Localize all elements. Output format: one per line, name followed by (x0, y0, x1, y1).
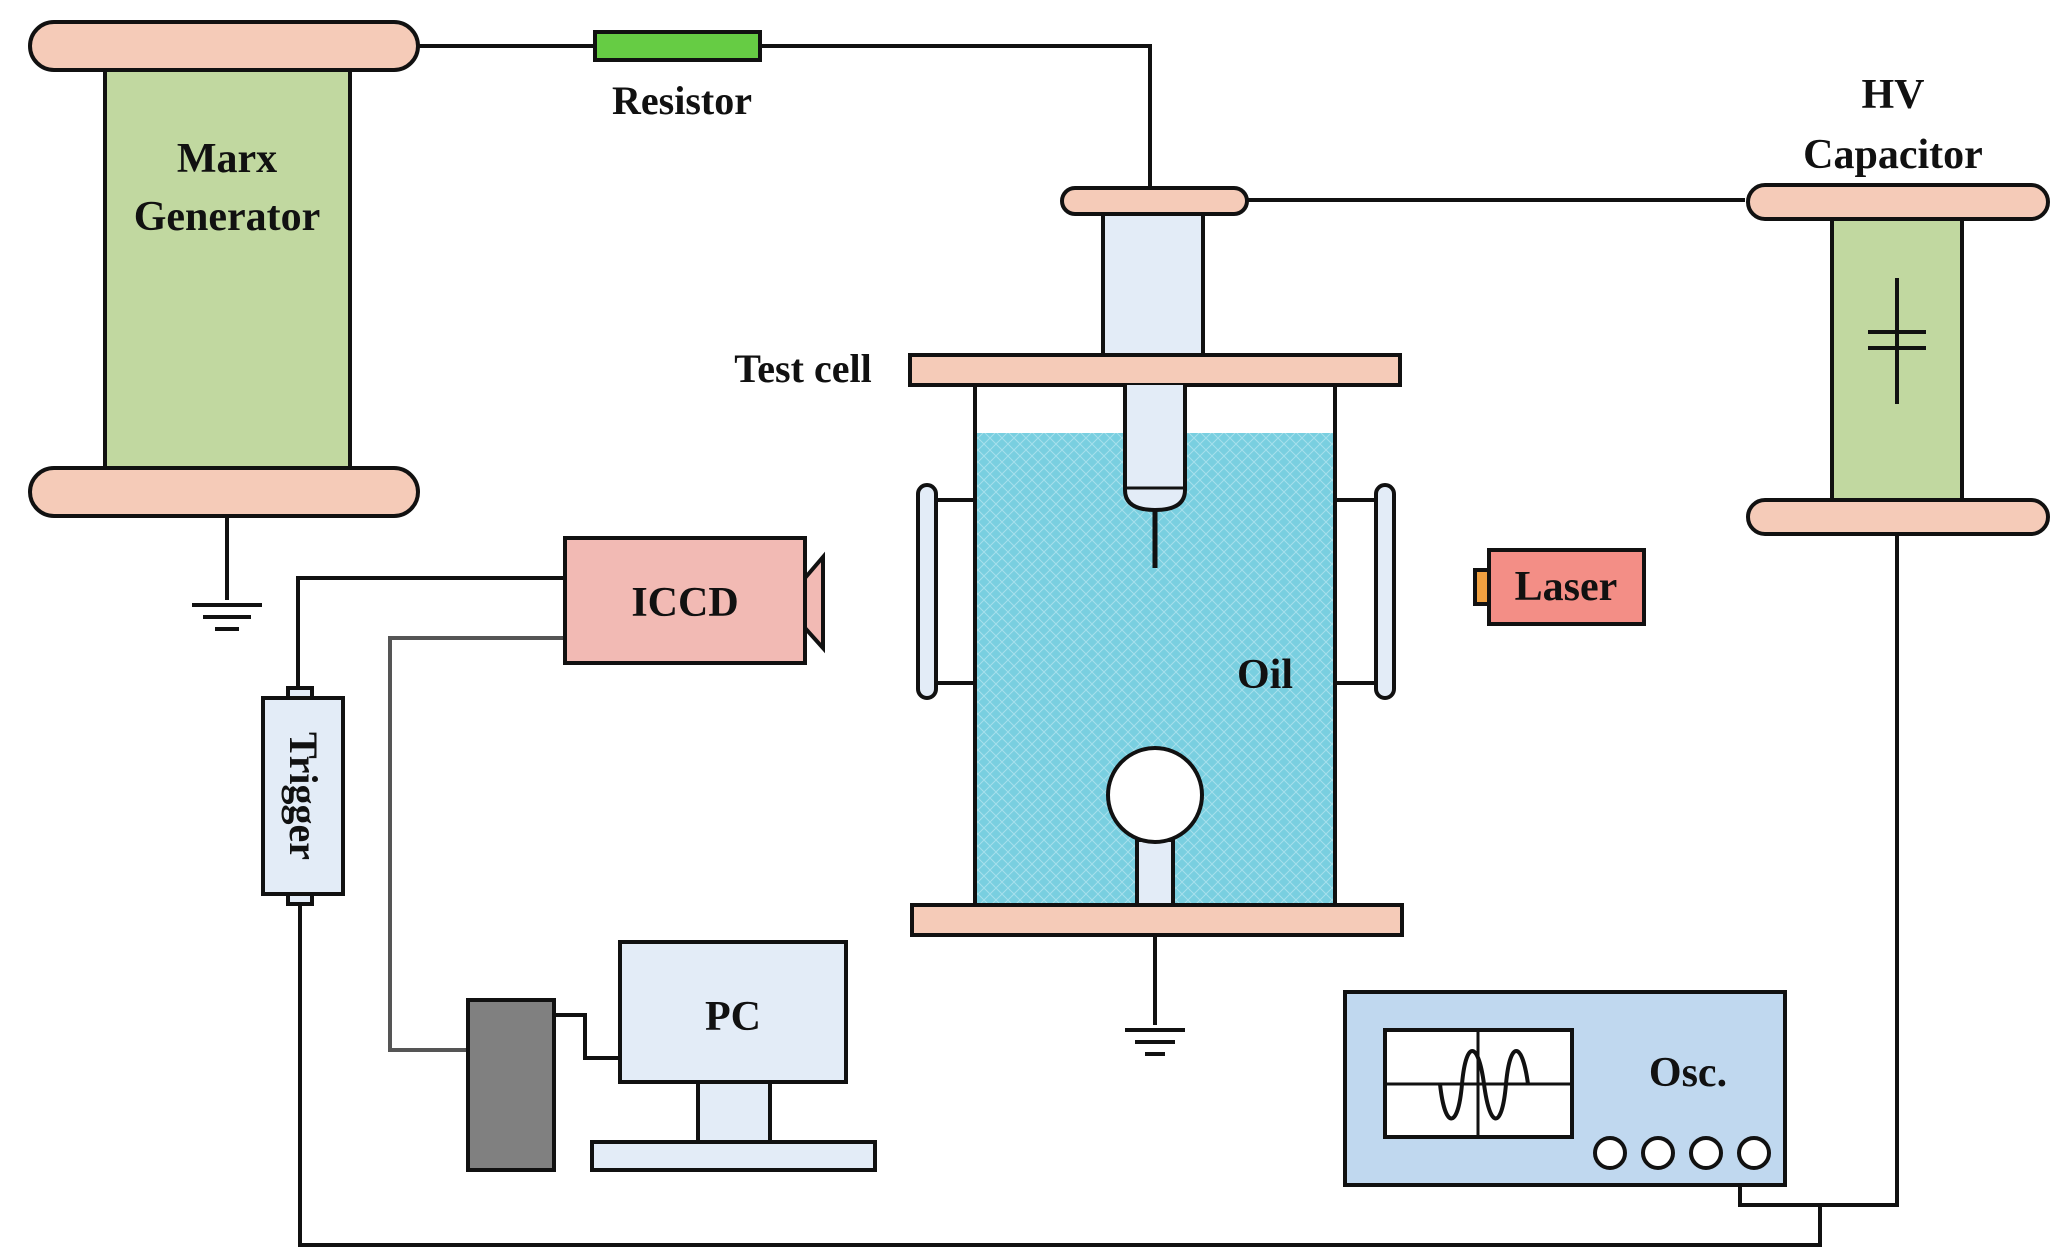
hv-capacitor-top-flange (1746, 183, 2050, 221)
wire-resistor-testcell (758, 44, 1152, 200)
oscilloscope: Osc. (1343, 990, 1787, 1187)
hv-capacitor-label-line2: Capacitor (1803, 132, 1983, 178)
iccd-body (563, 536, 807, 665)
laser: Laser (1473, 548, 1646, 626)
osc-knob-icon (1641, 1136, 1675, 1170)
test-cell-bottom-plate (910, 903, 1404, 937)
waveform-icon (1438, 1049, 1530, 1121)
osc-label: Osc. (1649, 1050, 1727, 1096)
osc-knob-icon (1737, 1136, 1771, 1170)
sphere-stem (1135, 838, 1175, 910)
wire-capacitor-osc (1820, 533, 1899, 1207)
wire-box-pc (552, 1013, 620, 1060)
test-cell-top-plate (908, 353, 1402, 387)
trigger: Trigger (261, 686, 345, 906)
capacitor-icon (1868, 278, 1926, 404)
hv-capacitor-label-line1: HV (1862, 72, 1925, 118)
iccd-label: ICCD (631, 580, 738, 626)
pc-stand (696, 1080, 772, 1144)
osc-knob-icon (1593, 1136, 1627, 1170)
wire-trigger-osc (298, 902, 1822, 1247)
trigger-body (261, 696, 345, 896)
wire-iccd-trigger (296, 576, 565, 690)
right-window (1374, 483, 1396, 700)
iccd-lens (803, 551, 825, 654)
laser-body (1487, 548, 1646, 626)
left-window (916, 483, 938, 700)
marx-generator-body (103, 60, 352, 474)
wire-osc-stub (1738, 1185, 1820, 1207)
test-cell: Test cell Oil (734, 186, 1404, 937)
trigger-label: Trigger (281, 732, 326, 860)
laser-label: Laser (1515, 564, 1618, 610)
pc-monitor (618, 940, 848, 1084)
osc-knob-icon (1689, 1136, 1723, 1170)
resistor: Resistor (593, 30, 762, 123)
pc-tower (466, 998, 556, 1172)
marx-top-flange (28, 20, 420, 72)
resistor-label: Resistor (612, 78, 752, 123)
top-bushing (1101, 208, 1205, 364)
pc-label: PC (705, 994, 761, 1040)
resistor-body (593, 30, 762, 62)
marx-label-line1: Marx (177, 136, 277, 182)
wire-iccd-pc (388, 636, 565, 1052)
iccd-camera: ICCD (563, 536, 825, 665)
ground-icon (1125, 1028, 1185, 1056)
oil-label: Oil (1237, 652, 1293, 698)
marx-bottom-flange (28, 466, 420, 518)
needle-holder (1123, 385, 1187, 513)
sphere-electrode (1106, 746, 1204, 844)
marx-label-line2: Generator (134, 194, 321, 240)
marx-generator: Marx Generator (28, 20, 420, 518)
laser-aperture (1473, 568, 1491, 606)
ground-icon (192, 603, 262, 631)
test-cell-label: Test cell (734, 346, 871, 391)
pc-keyboard (590, 1140, 877, 1172)
hv-capacitor-bottom-flange (1746, 498, 2050, 536)
pc: PC (466, 940, 877, 1172)
top-bushing-flange (1060, 186, 1249, 216)
wiring (225, 44, 1899, 1247)
hv-capacitor: HV Capacitor (1746, 72, 2050, 536)
